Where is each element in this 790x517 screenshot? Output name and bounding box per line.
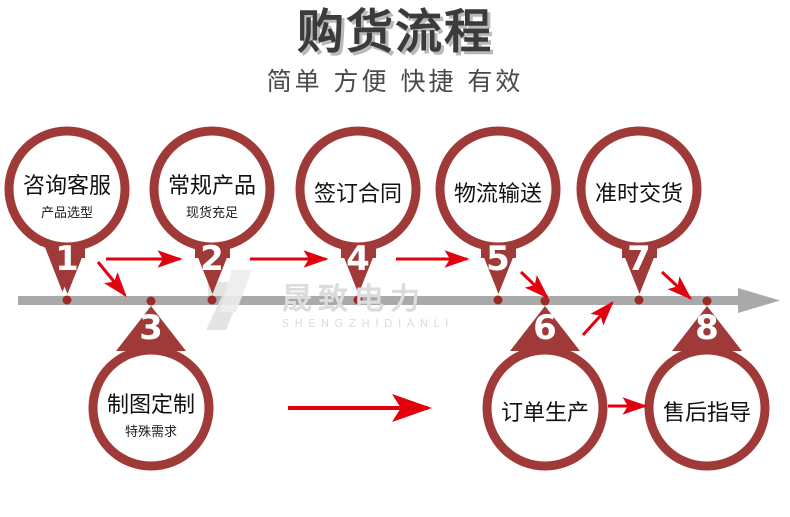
connector-1-to-3 xyxy=(96,261,127,298)
flow-node-2[interactable] xyxy=(149,126,275,305)
flow-node-6[interactable] xyxy=(482,296,608,471)
flow-node-4[interactable] xyxy=(295,126,421,305)
flow-node-8[interactable] xyxy=(644,296,770,471)
connector-6-to-7 xyxy=(581,300,614,337)
connector-arrows xyxy=(96,250,692,423)
flow-node-3[interactable] xyxy=(88,296,214,471)
watermark-logo-icon xyxy=(206,270,252,330)
flow-node-5[interactable] xyxy=(435,126,561,305)
flow-node-1[interactable] xyxy=(4,126,130,305)
connector-5-to-6 xyxy=(519,270,549,299)
timeline-axis xyxy=(18,288,780,313)
connector-7-to-8 xyxy=(660,270,692,300)
flow-node-7[interactable] xyxy=(576,126,702,305)
